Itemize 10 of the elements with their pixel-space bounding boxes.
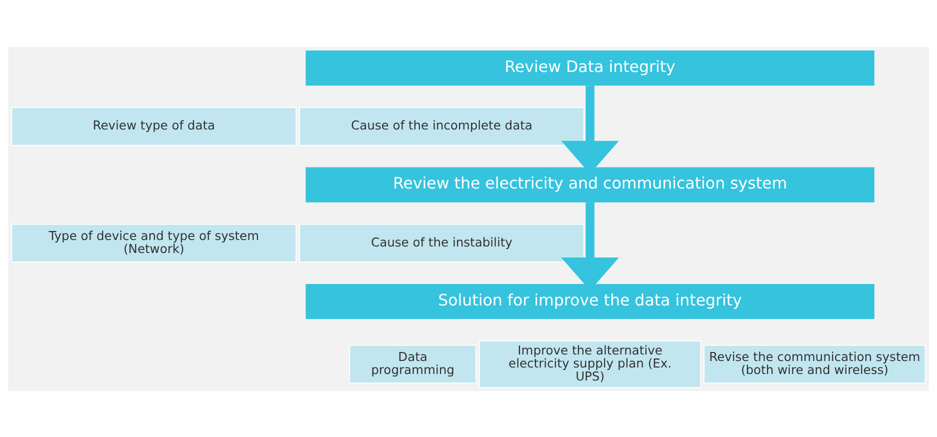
node-box: Solution for improve the data integrity bbox=[306, 283, 874, 319]
node-box: Revise the communication system (both wire and wireless) bbox=[704, 344, 926, 384]
node-box: Review the electricity and communication system bbox=[306, 166, 874, 202]
node-box: Review type of data bbox=[11, 106, 296, 146]
node-box: Cause of the instability bbox=[299, 223, 584, 262]
node-box: Type of device and type of system (Network) bbox=[11, 223, 296, 262]
node-box: Cause of the incomplete data bbox=[299, 106, 584, 146]
node-box: Data programming bbox=[349, 344, 476, 384]
node-box: Review Data integrity bbox=[306, 50, 874, 86]
node-box: Improve the alternative electricity supply plan (Ex. UPS) bbox=[479, 340, 702, 388]
